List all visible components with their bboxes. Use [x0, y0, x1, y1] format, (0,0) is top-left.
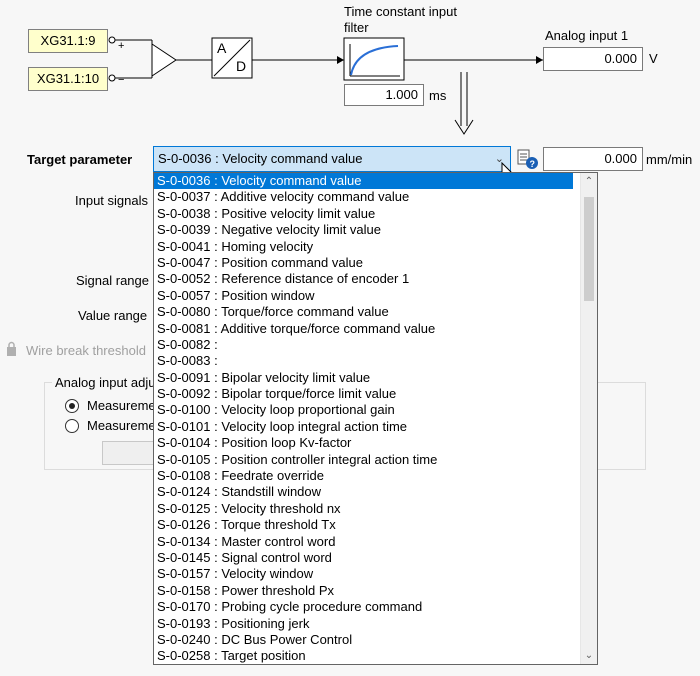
analog-input-title: Analog input 1: [545, 28, 629, 43]
list-option[interactable]: S-0-0158 : Power threshold Px: [157, 582, 335, 598]
wire-break-threshold-label: Wire break threshold: [26, 343, 146, 358]
list-option[interactable]: S-0-0124 : Standstill window: [157, 484, 322, 500]
scroll-thumb[interactable]: [584, 197, 594, 301]
target-parameter-dropdown[interactable]: S-0-0036 : Velocity command value ⌄: [153, 146, 511, 172]
list-option[interactable]: S-0-0080 : Torque/force command value: [157, 304, 389, 320]
filter-title: Time constant input filter: [344, 4, 457, 35]
input-terminal-icon: [108, 36, 116, 44]
amplifier-icon: [151, 43, 177, 77]
adc-label-a: A: [217, 40, 227, 56]
measurement-radio-2[interactable]: [65, 419, 79, 433]
list-option[interactable]: S-0-0037 : Additive velocity command val…: [157, 189, 410, 205]
scroll-up-icon[interactable]: ⌃: [584, 176, 594, 187]
input-signals-label: Input signals: [75, 193, 148, 208]
list-option[interactable]: S-0-0125 : Velocity threshold nx: [157, 500, 341, 516]
list-option[interactable]: S-0-0052 : Reference distance of encoder…: [157, 271, 410, 287]
signal-range-label: Signal range: [76, 273, 149, 288]
filter-unit: ms: [429, 88, 447, 103]
chevron-down-icon[interactable]: ⌄: [494, 153, 504, 165]
svg-text:?: ?: [530, 159, 536, 169]
list-option[interactable]: S-0-0091 : Bipolar velocity limit value: [157, 369, 371, 385]
lock-icon: [7, 341, 16, 356]
list-scrollbar[interactable]: ⌃ ⌄: [580, 173, 597, 664]
filter-icon: [343, 37, 405, 81]
list-option[interactable]: S-0-0101 : Velocity loop integral action…: [157, 418, 408, 434]
input-tag-2: XG31.1:10: [28, 67, 108, 91]
scroll-down-icon[interactable]: ⌄: [584, 650, 594, 661]
measurement-radio-1-label: Measureme: [87, 398, 156, 413]
list-option[interactable]: S-0-0041 : Homing velocity: [157, 238, 314, 254]
parameter-info-icon[interactable]: ?: [516, 148, 540, 170]
down-arrow-icon: [454, 119, 474, 135]
list-option[interactable]: S-0-0104 : Position loop Kv-factor: [157, 435, 352, 451]
list-option[interactable]: S-0-0036 : Velocity command value: [154, 173, 573, 190]
input-tag-1: XG31.1:9: [28, 29, 108, 53]
value-range-label: Value range: [78, 308, 148, 323]
list-option[interactable]: S-0-0057 : Position window: [157, 287, 315, 303]
minus-sign: −: [118, 74, 125, 86]
list-option[interactable]: S-0-0258 : Target position: [157, 648, 306, 664]
plus-sign: +: [118, 40, 125, 52]
signal-flow-diagram: [108, 36, 543, 135]
list-option[interactable]: S-0-0038 : Positive velocity limit value: [157, 205, 376, 221]
list-option[interactable]: S-0-0083 :: [157, 353, 218, 369]
list-option[interactable]: S-0-0047 : Position command value: [157, 254, 363, 270]
list-option[interactable]: S-0-0134 : Master control word: [157, 533, 336, 549]
dropdown-selected-text: S-0-0036 : Velocity command value: [158, 151, 363, 166]
input-terminal-icon: [108, 74, 116, 82]
list-option[interactable]: S-0-0108 : Feedrate override: [157, 468, 324, 484]
filter-value-field[interactable]: 1.000: [344, 84, 424, 106]
list-option[interactable]: S-0-0145 : Signal control word: [157, 549, 332, 565]
list-option[interactable]: S-0-0082 :: [157, 336, 218, 352]
analog-input-value: 0.000: [543, 47, 643, 71]
list-option[interactable]: S-0-0105 : Position controller integral …: [157, 451, 438, 467]
list-option[interactable]: S-0-0092 : Bipolar torque/force limit va…: [157, 386, 397, 402]
list-option[interactable]: S-0-0157 : Velocity window: [157, 566, 314, 582]
adc-label-d: D: [236, 58, 247, 74]
target-parameter-label: Target parameter: [27, 152, 133, 167]
list-option[interactable]: S-0-0126 : Torque threshold Tx: [157, 517, 336, 533]
list-option[interactable]: S-0-0170 : Probing cycle procedure comma…: [157, 599, 423, 615]
analog-input-adjust-title: Analog input adju: [52, 375, 159, 390]
target-unit: mm/min: [646, 152, 693, 167]
target-value-field: 0.000: [543, 147, 643, 171]
analog-input-unit: V: [649, 51, 658, 66]
list-option[interactable]: S-0-0193 : Positioning jerk: [157, 615, 310, 631]
list-option[interactable]: S-0-0240 : DC Bus Power Control: [157, 631, 353, 647]
measurement-radio-2-label: Measureme: [87, 418, 156, 433]
list-option[interactable]: S-0-0039 : Negative velocity limit value: [157, 222, 381, 238]
list-option[interactable]: S-0-0100 : Velocity loop proportional ga…: [157, 402, 395, 418]
list-option[interactable]: S-0-0081 : Additive torque/force command…: [157, 320, 436, 336]
measurement-radio-1[interactable]: [65, 399, 79, 413]
